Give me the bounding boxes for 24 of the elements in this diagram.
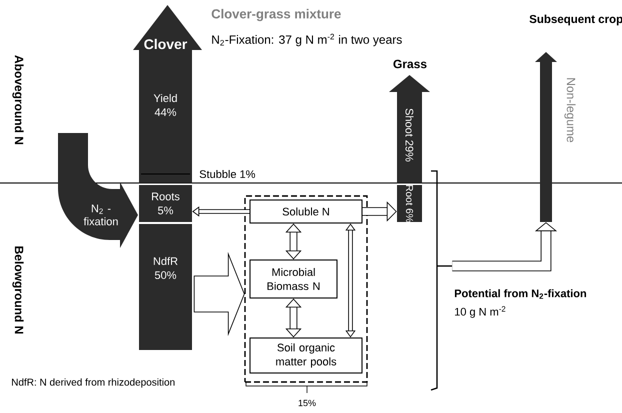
node-label: Non-legume bbox=[564, 78, 576, 142]
percentage-label: 15% bbox=[298, 400, 316, 406]
bar-segment: Roots 5% bbox=[139, 185, 192, 222]
axis-label: Aboveground N bbox=[12, 55, 24, 144]
node-label: Clover bbox=[144, 38, 188, 50]
node-label: Shoot 29% bbox=[405, 108, 414, 162]
hollow-arrow bbox=[194, 252, 245, 336]
hollow-arrow bbox=[285, 224, 302, 260]
hollow-arrow bbox=[285, 298, 302, 338]
part-label: Stubble 1% bbox=[200, 170, 256, 178]
node-label: Yield 44% bbox=[154, 94, 177, 116]
footnote-text: NdfR: N derived from rhizodeposition bbox=[12, 378, 174, 388]
bar-segment: NdfR 50% bbox=[139, 224, 192, 350]
bar-segment: Root 6% bbox=[397, 185, 422, 222]
pool-box: Microbial Biomass N bbox=[250, 260, 338, 298]
pool-box: Soil organic matter pools bbox=[250, 338, 362, 374]
pool-box: Soluble N bbox=[250, 200, 362, 224]
bracket bbox=[430, 170, 452, 391]
axis-label: Belowground N bbox=[12, 246, 24, 334]
hollow-arrow bbox=[345, 224, 356, 338]
caption-text: N$_{2}$-Fixation: 37 g N m$^{-2}$ in two years bbox=[212, 34, 402, 46]
node-label: Grass bbox=[393, 60, 427, 68]
soil-pool-box bbox=[244, 195, 368, 383]
heading: Clover-grass mixture bbox=[212, 8, 341, 22]
